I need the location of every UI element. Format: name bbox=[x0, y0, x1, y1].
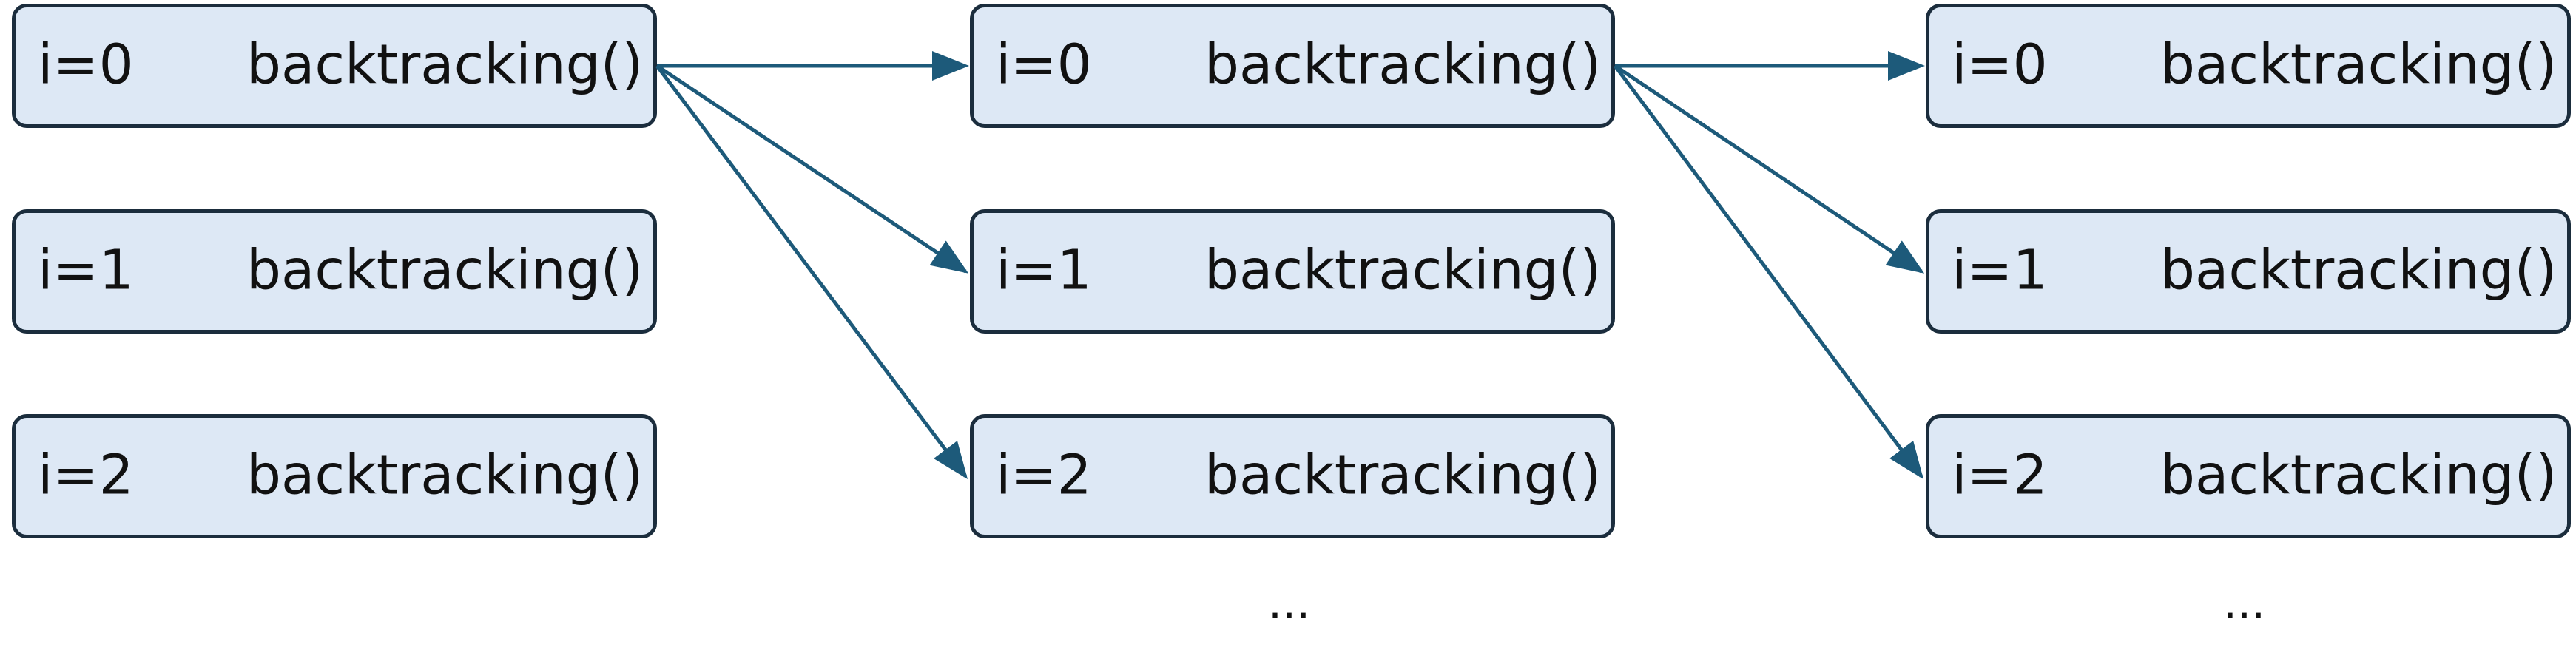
node-index-label: i=0 bbox=[1952, 33, 2048, 97]
node-call-label: backtracking() bbox=[1204, 238, 1602, 302]
node-call-label: backtracking() bbox=[246, 33, 644, 97]
node-index-label: i=1 bbox=[996, 238, 1092, 302]
edge-arrow bbox=[1613, 64, 1923, 480]
node-col1-i0: i=0 backtracking() bbox=[970, 4, 1615, 128]
node-col0-i1: i=1 backtracking() bbox=[12, 209, 657, 334]
node-index-label: i=2 bbox=[38, 443, 134, 507]
node-index-label: i=2 bbox=[996, 443, 1092, 507]
node-call-label: backtracking() bbox=[1204, 33, 1602, 97]
edge-arrow bbox=[1614, 64, 1925, 274]
node-col2-i0: i=0 backtracking() bbox=[1926, 4, 2571, 128]
node-index-label: i=0 bbox=[996, 33, 1092, 97]
continuation-ellipsis: ... bbox=[2223, 578, 2266, 629]
node-index-label: i=2 bbox=[1952, 443, 2048, 507]
node-index-label: i=1 bbox=[1952, 238, 2048, 302]
node-call-label: backtracking() bbox=[1204, 443, 1602, 507]
node-col0-i0: i=0 backtracking() bbox=[12, 4, 657, 128]
node-col0-i2: i=2 backtracking() bbox=[12, 414, 657, 538]
node-call-label: backtracking() bbox=[246, 238, 644, 302]
node-index-label: i=1 bbox=[38, 238, 134, 302]
node-call-label: backtracking() bbox=[246, 443, 644, 507]
node-col1-i1: i=1 backtracking() bbox=[970, 209, 1615, 334]
node-col2-i2: i=2 backtracking() bbox=[1926, 414, 2571, 538]
node-call-label: backtracking() bbox=[2160, 443, 2558, 507]
node-index-label: i=0 bbox=[38, 33, 134, 97]
continuation-ellipsis: ... bbox=[1268, 578, 1311, 629]
node-call-label: backtracking() bbox=[2160, 238, 2558, 302]
edge-arrow bbox=[655, 64, 968, 479]
edge-arrow bbox=[655, 64, 969, 274]
node-call-label: backtracking() bbox=[2160, 33, 2558, 97]
node-col2-i1: i=1 backtracking() bbox=[1926, 209, 2571, 334]
node-col1-i2: i=2 backtracking() bbox=[970, 414, 1615, 538]
